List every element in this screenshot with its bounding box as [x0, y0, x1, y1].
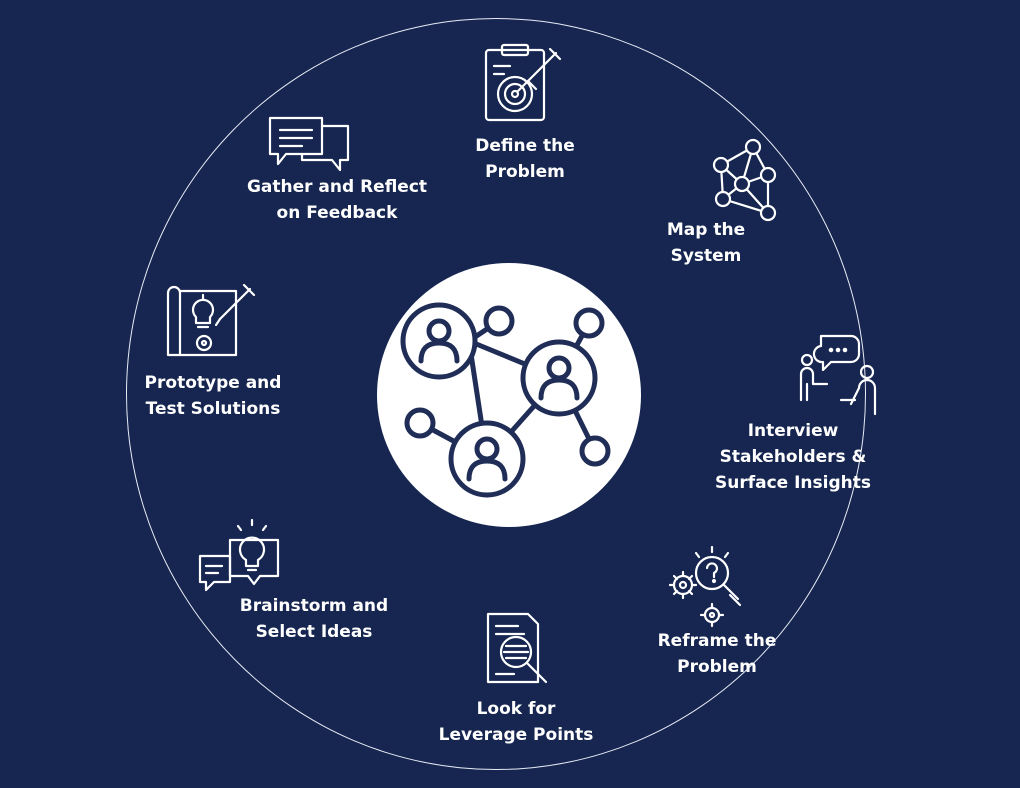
document-magnifier-icon — [486, 612, 548, 684]
center-hub — [377, 263, 641, 527]
step-label: Gather and Reflect on Feedback — [246, 177, 428, 223]
network-nodes-icon — [712, 138, 777, 222]
chat-bubbles-icon — [268, 116, 350, 172]
step-label: Define the Problem — [475, 136, 575, 182]
clipboard-target-icon — [484, 43, 562, 122]
outer-ring — [126, 18, 866, 770]
step-label: Reframe the Problem — [657, 631, 777, 677]
blueprint-pencil-icon — [166, 283, 256, 357]
interview-chat-icon — [799, 334, 877, 416]
step-label: Prototype and Test Solutions — [144, 373, 282, 419]
lightbulb-chat-icon — [198, 518, 280, 592]
step-label: Look for Leverage Points — [438, 699, 594, 745]
step-label: Brainstorm and Select Ideas — [239, 596, 389, 642]
step-label: Interview Stakeholders & Surface Insight… — [714, 421, 871, 493]
people-network-icon — [400, 302, 611, 498]
step-label: Map the System — [666, 220, 746, 266]
question-gears-icon — [668, 545, 742, 628]
